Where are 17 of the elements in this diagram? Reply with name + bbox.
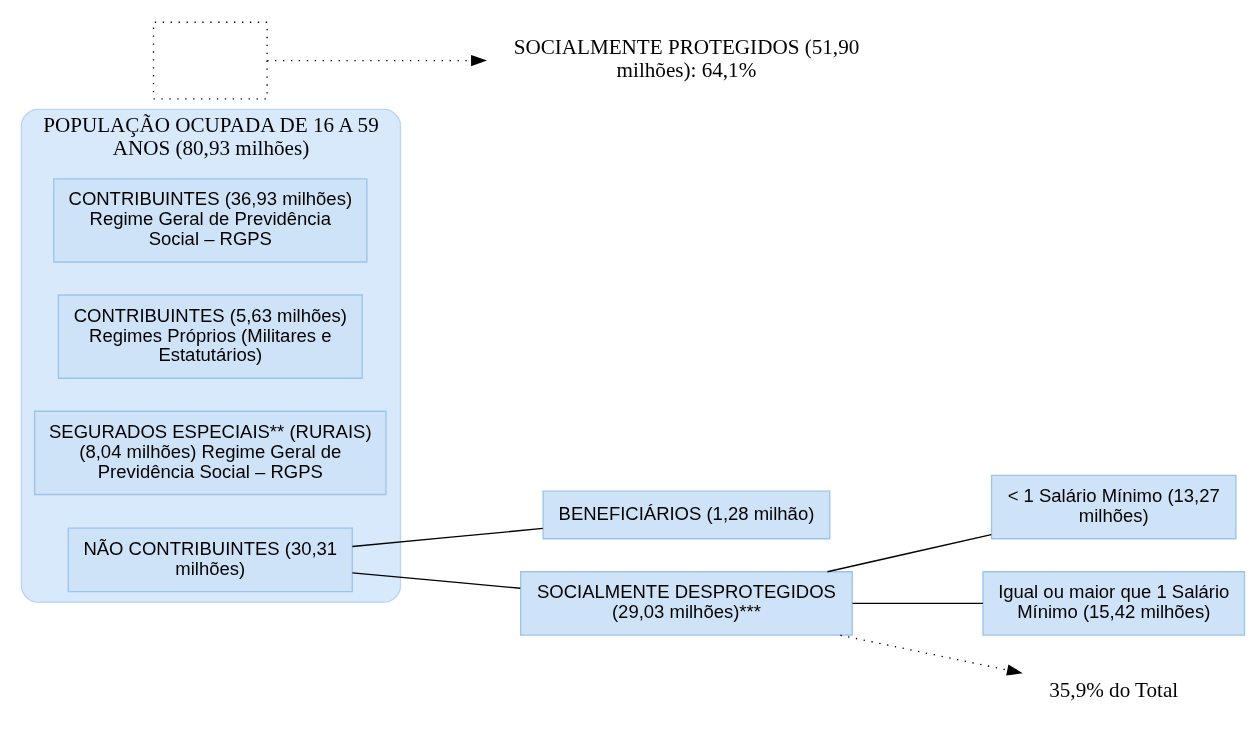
node-text: 35,9% do Total xyxy=(1049,677,1179,702)
node-box: NÃO CONTRIBUINTES (30,31 milhões) xyxy=(67,527,353,592)
connector xyxy=(851,602,984,604)
arrow xyxy=(266,54,487,66)
node-box: Igual ou maior que 1 Salário Mínimo (15,42 milhões) xyxy=(982,570,1246,636)
connector xyxy=(351,571,521,589)
node-box: < 1 Salário Mínimo (13,27 milhões) xyxy=(990,474,1237,539)
arrow xyxy=(839,634,1023,675)
node-box: CONTRIBUINTES (36,93 milhões) Regime Geral de Previdência Social – RGPS xyxy=(53,177,368,263)
node-text: SOCIALMENTE PROTEGIDOS (51,90 milhões): 64,1% xyxy=(513,34,860,82)
connector xyxy=(826,533,992,572)
node-box: SEGURADOS ESPECIAIS** (RURAIS) (8,04 milhões) Regime Geral de Previdência Social – RGPS xyxy=(33,410,387,495)
node-box: SOCIALMENTE DESPROTEGIDOS (29,03 milhões)*** xyxy=(520,570,853,636)
connector xyxy=(351,527,544,547)
node-box xyxy=(152,21,268,100)
node-box: BENEFICIÁRIOS (1,28 milhão) xyxy=(542,490,831,539)
node-box: CONTRIBUINTES (5,63 milhões) Regimes Próprios (Militares e Estatutários) xyxy=(57,293,363,379)
